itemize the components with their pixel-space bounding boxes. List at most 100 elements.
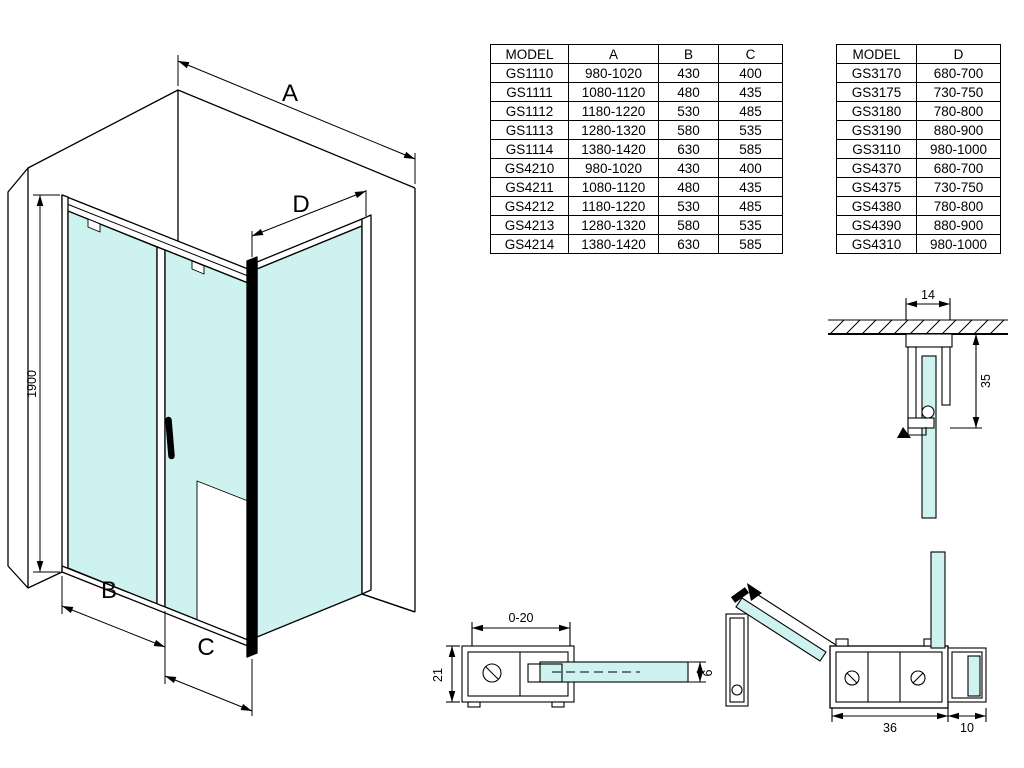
- top-profile-detail: 14 35: [828, 288, 1008, 519]
- table-cell: 1180-1220: [568, 196, 659, 216]
- dimension-label-14: 14: [921, 288, 935, 302]
- dimension-b: B: [61, 576, 166, 684]
- table-cell: 980-1000: [916, 234, 1001, 254]
- table-cell: 580: [658, 120, 719, 140]
- table-header-cell: B: [658, 44, 719, 64]
- table-cell: 585: [718, 139, 783, 159]
- table-cell: 980-1000: [916, 139, 1001, 159]
- roller-bracket-left: [87, 218, 101, 233]
- door-lower-panel: [196, 480, 249, 641]
- table-cell: 400: [718, 63, 783, 83]
- table-cell: 485: [718, 101, 783, 121]
- glass-section: [921, 355, 937, 519]
- dimension-label-a: A: [282, 80, 298, 107]
- side-glass-section: [930, 551, 946, 649]
- dimension-a: A: [177, 55, 416, 184]
- side-glass-panel: [256, 225, 363, 638]
- table-cell: GS1111: [490, 82, 569, 102]
- table-cell: 435: [718, 82, 783, 102]
- table-cell: 585: [718, 234, 783, 254]
- table-cell: 435: [718, 177, 783, 197]
- wall-hatching: [828, 319, 1008, 335]
- table-header-cell: C: [718, 44, 783, 64]
- table-cell: 880-900: [916, 120, 1001, 140]
- table-cell: GS3190: [836, 120, 917, 140]
- dimension-label-0-20: 0-20: [508, 611, 533, 625]
- top-rail-cross-section: [897, 333, 953, 519]
- dimension-label-c: C: [197, 634, 214, 661]
- table-cell: 880-900: [916, 215, 1001, 235]
- table-cell: GS1112: [490, 101, 569, 121]
- table-cell: GS4210: [490, 158, 569, 178]
- side-panel-far-post: [361, 214, 372, 595]
- table-cell: 780-800: [916, 196, 1001, 216]
- dimension-label-10: 10: [960, 721, 974, 735]
- dimension-d: D: [251, 190, 367, 257]
- table-cell: GS4310: [836, 234, 917, 254]
- floor-profile-detail: 0-20 6 21: [431, 611, 715, 708]
- door-handle: [165, 416, 175, 460]
- isometric-enclosure: [7, 89, 416, 658]
- back-wall-top-edge: [27, 89, 416, 189]
- table-cell: 430: [658, 63, 719, 83]
- screw-symbol: [844, 670, 860, 686]
- table-cell: GS4211: [490, 177, 569, 197]
- table-header-cell: MODEL: [836, 44, 917, 64]
- roller-wheel: [921, 405, 935, 419]
- table-cell: 680-700: [916, 158, 1001, 178]
- table-cell: 730-750: [916, 177, 1001, 197]
- table-cell: 485: [718, 196, 783, 216]
- table-cell: GS4214: [490, 234, 569, 254]
- sliding-door-assembly: [61, 194, 249, 647]
- table-cell: GS4213: [490, 215, 569, 235]
- table-cell: GS3110: [836, 139, 917, 159]
- wall-profile-cross-section: [947, 647, 987, 703]
- main-dimensions: 1900 A D B C: [25, 55, 416, 716]
- table-cell: 780-800: [916, 101, 1001, 121]
- corner-post: [246, 256, 258, 658]
- wall-post-cross-section: [725, 613, 749, 707]
- dimension-label-35: 35: [979, 374, 993, 388]
- table-cell: 730-750: [916, 82, 1001, 102]
- table-cell: 680-700: [916, 63, 1001, 83]
- side-panel: [246, 214, 416, 658]
- table-cell: 980-1020: [568, 158, 659, 178]
- table-cell: 430: [658, 158, 719, 178]
- door-divider-stile: [156, 246, 166, 608]
- table-cell: 1280-1320: [568, 215, 659, 235]
- table-cell: 630: [658, 234, 719, 254]
- table-cell: GS1113: [490, 120, 569, 140]
- table-cell: 535: [718, 120, 783, 140]
- corner-profile-detail: 36 10: [725, 551, 987, 735]
- dimension-label-6: 6: [701, 669, 715, 676]
- table-cell: 630: [658, 139, 719, 159]
- seal-cap: [730, 587, 750, 603]
- table-cell: 1080-1120: [568, 82, 659, 102]
- table-cell: 480: [658, 177, 719, 197]
- table-header-cell: MODEL: [490, 44, 569, 64]
- seal-fin: [747, 583, 762, 601]
- table-cell: GS1114: [490, 139, 569, 159]
- table-cell: 535: [718, 215, 783, 235]
- table-header-cell: D: [916, 44, 1001, 64]
- screw-symbol: [910, 670, 926, 686]
